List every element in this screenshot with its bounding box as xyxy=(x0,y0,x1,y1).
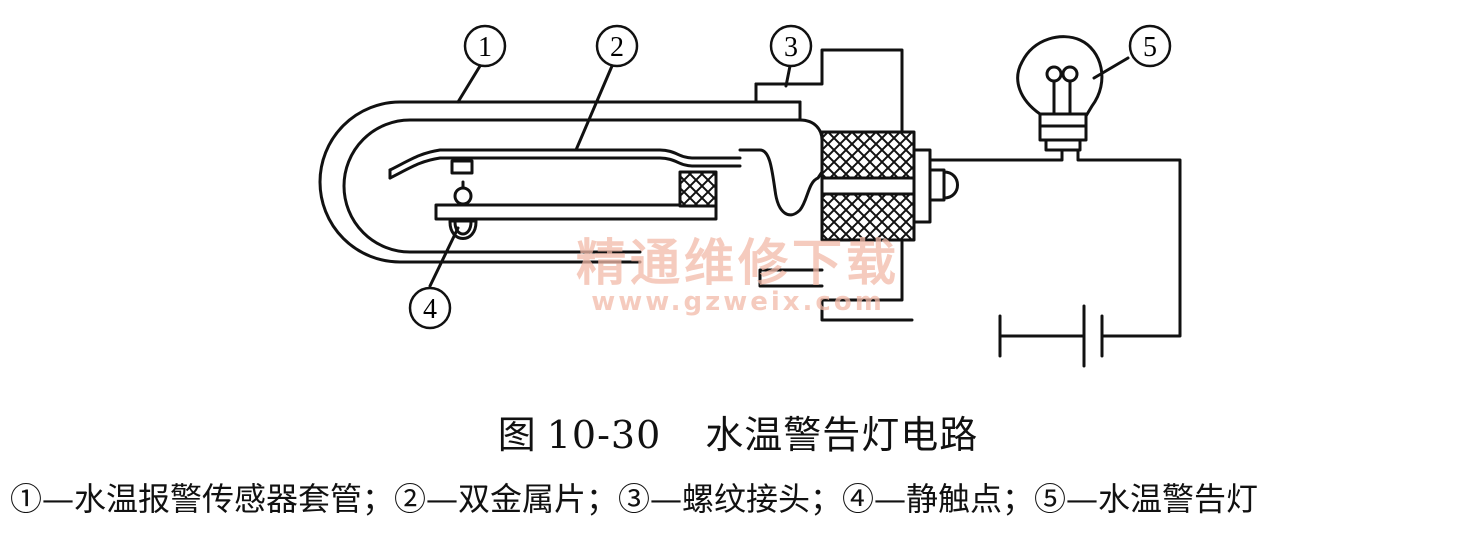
battery xyxy=(998,304,1104,368)
watermark-cn: 精通维修下载 xyxy=(576,234,900,292)
bimetal-strip xyxy=(388,148,777,192)
spring-wire xyxy=(773,170,824,217)
callout-5: 5 xyxy=(1128,24,1172,68)
figure-title: 水温警告灯电路 xyxy=(705,413,979,457)
warning-lamp xyxy=(1016,35,1104,152)
callout-1: 1 xyxy=(463,24,507,68)
threaded-connector xyxy=(754,48,959,322)
callout-label-5: 5 xyxy=(1143,32,1157,63)
callout-label-2: 2 xyxy=(610,32,624,63)
callout-3: 3 xyxy=(769,24,813,68)
figure-number: 10-30 xyxy=(546,413,662,457)
callout-label-1: 1 xyxy=(478,32,492,63)
callout-4: 4 xyxy=(408,286,452,330)
leader-lines xyxy=(428,56,1130,288)
callout-2: 2 xyxy=(595,24,639,68)
callout-label-3: 3 xyxy=(784,32,798,63)
circuit-wire xyxy=(928,148,1182,338)
stationary-contact xyxy=(434,180,718,240)
callout-label-4: 4 xyxy=(423,294,437,325)
figure-legend: ①—水温报警传感器套管；②—双金属片；③—螺纹接头；④—静触点；⑤—水温警告灯 xyxy=(10,480,1259,518)
watermark-url: www.gzweix.com xyxy=(591,287,885,317)
insulator-block xyxy=(678,170,718,208)
figure-prefix: 图 xyxy=(497,413,537,457)
watermark: 精通维修下载 www.gzweix.com xyxy=(576,234,900,317)
